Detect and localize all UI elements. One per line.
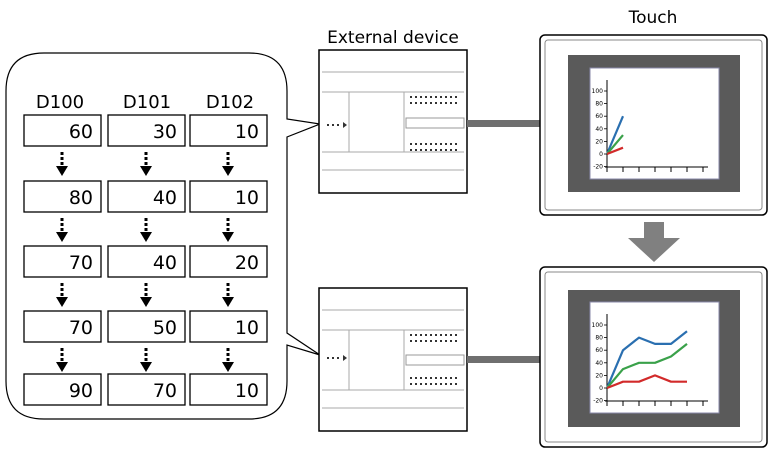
header-d102: D102	[206, 92, 254, 113]
register-value: 40	[153, 252, 177, 274]
cable-bottom	[467, 356, 542, 363]
register-value: 40	[153, 187, 177, 209]
register-cell: 10	[189, 310, 268, 343]
external-device-bottom	[318, 287, 468, 432]
register-cell: 90	[23, 373, 102, 406]
down-arrow-icon	[222, 348, 234, 372]
series-line	[605, 115, 625, 155]
down-arrow-icon	[222, 283, 234, 307]
register-value: 10	[235, 380, 259, 402]
y-tick-label: 20	[595, 372, 603, 379]
down-arrow-icon	[56, 152, 68, 176]
down-arrow-icon	[140, 283, 152, 307]
register-cell: 80	[23, 180, 102, 213]
terminal-dots	[410, 334, 457, 385]
chart-bottom: 100 80 60 40 20 0 -20	[592, 314, 708, 406]
register-value: 50	[153, 317, 177, 339]
y-tick-label: 0	[599, 385, 603, 392]
y-tick-label: 100	[592, 88, 604, 95]
register-value: 20	[235, 252, 259, 274]
touch-panel-top: 100 80 60 40 20 0 -20	[539, 34, 768, 216]
down-arrow-icon	[56, 218, 68, 242]
y-tick-label: -20	[593, 398, 603, 405]
register-cell: 20	[189, 245, 268, 278]
down-arrow-icon	[222, 152, 234, 176]
register-cell: 50	[107, 310, 186, 343]
register-headers: D100 D101 D102	[36, 92, 254, 113]
y-tick-label: 40	[595, 360, 603, 367]
y-tick-label: 100	[592, 322, 604, 329]
y-tick-label: 60	[595, 113, 603, 120]
terminal-dots	[410, 96, 457, 151]
register-table: 60 30 10 80 40 10 70 40 20 70 50 10 90 70 10	[23, 114, 268, 406]
series-line	[605, 330, 688, 389]
down-arrow-icon	[56, 348, 68, 372]
external-device-label: External device	[327, 28, 459, 48]
down-arrow-icon	[140, 218, 152, 242]
register-value: 70	[69, 252, 93, 274]
y-tick-label: -20	[593, 164, 603, 171]
register-cell: 10	[189, 373, 268, 406]
series-line	[606, 134, 624, 155]
series-line	[606, 374, 687, 390]
register-value: 90	[69, 380, 93, 402]
y-tick-label: 40	[595, 126, 603, 133]
down-arrow-icon	[140, 348, 152, 372]
register-cell: 70	[23, 245, 102, 278]
register-cell: 60	[23, 114, 102, 147]
register-value: 10	[235, 121, 259, 143]
external-device-top	[318, 49, 468, 194]
y-tick-label: 80	[595, 335, 603, 342]
y-tick-label: 20	[595, 138, 603, 145]
register-value: 60	[69, 121, 93, 143]
register-cell: 10	[189, 114, 268, 147]
y-tick-label: 0	[599, 151, 603, 158]
register-cell: 30	[107, 114, 186, 147]
update-arrows	[56, 152, 234, 372]
register-cell: 40	[107, 180, 186, 213]
y-tick-label: 60	[595, 347, 603, 354]
register-value: 80	[69, 187, 93, 209]
register-cell: 70	[107, 373, 186, 406]
y-tick-label: 80	[595, 101, 603, 108]
register-value: 10	[235, 187, 259, 209]
register-value: 10	[235, 317, 259, 339]
series-line	[606, 343, 688, 389]
down-arrow-icon	[140, 152, 152, 176]
register-cell: 70	[23, 310, 102, 343]
down-arrow-icon	[56, 283, 68, 307]
touch-label: Touch	[628, 8, 678, 28]
register-cell: 10	[189, 180, 268, 213]
header-d100: D100	[36, 92, 84, 113]
header-d101: D101	[123, 92, 171, 113]
series-line	[606, 146, 624, 156]
cable-top	[467, 120, 542, 127]
touch-panel-bottom: 100 80 60 40 20 0 -20	[539, 266, 768, 448]
down-arrow-icon	[222, 218, 234, 242]
register-cell: 40	[107, 245, 186, 278]
transition-arrow	[628, 222, 680, 262]
register-value: 70	[153, 380, 177, 402]
register-value: 30	[153, 121, 177, 143]
register-value: 70	[69, 317, 93, 339]
chart-top: 100 80 60 40 20 0 -20	[592, 80, 708, 172]
